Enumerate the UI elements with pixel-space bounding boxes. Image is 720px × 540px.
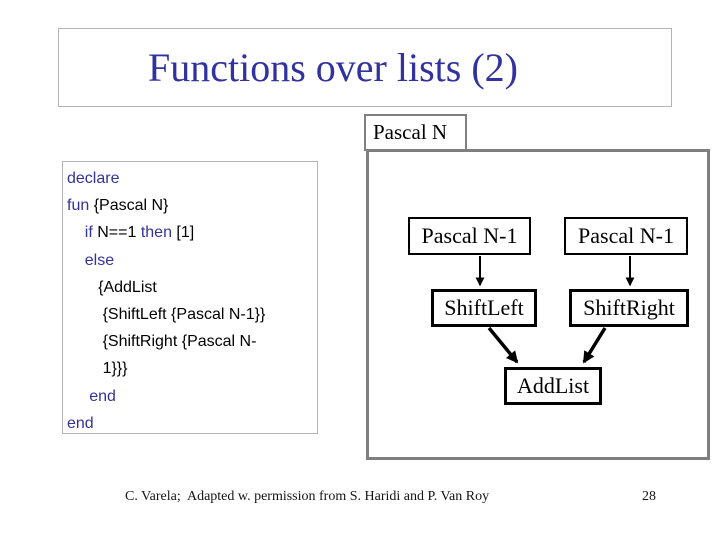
code-line: end bbox=[67, 414, 94, 432]
code-line: declare bbox=[67, 170, 120, 187]
node-label: Pascal N-1 bbox=[578, 223, 674, 248]
slide-title: Functions over lists (2) bbox=[148, 45, 518, 90]
page-number: 28 bbox=[642, 489, 656, 504]
code-line: if N==1 then [1] bbox=[84, 224, 195, 242]
diagram-node-shift-left: ShiftLeft bbox=[431, 289, 537, 327]
code-line: {ShiftLeft {Pascal N-1}} bbox=[67, 306, 266, 324]
diagram-frame-label: Pascal N bbox=[373, 120, 448, 144]
code-line: end bbox=[89, 387, 116, 405]
footer-credit: C. Varela; Adapted w. permission from S.… bbox=[125, 489, 490, 504]
slide-title-box: Functions over lists (2) bbox=[58, 28, 672, 107]
diagram-node-pascal-n-1-right: Pascal N-1 bbox=[564, 217, 688, 255]
diagram-node-shift-right: ShiftRight bbox=[569, 289, 689, 327]
diagram-node-pascal-n-1-left: Pascal N-1 bbox=[408, 217, 531, 255]
code-line: fun {Pascal N} bbox=[67, 197, 169, 215]
code-line: {AddList bbox=[67, 278, 157, 296]
node-label: Pascal N-1 bbox=[421, 223, 518, 248]
node-label: AddList bbox=[516, 373, 590, 398]
code-line: else bbox=[84, 251, 115, 269]
code-line: 1}}} bbox=[67, 360, 128, 378]
code-block: declare fun {Pascal N} if N==1 then [1] e… bbox=[62, 161, 318, 434]
code-line: {ShiftRight {Pascal N- bbox=[67, 333, 257, 351]
diagram-frame-label-box: Pascal N bbox=[364, 114, 467, 151]
node-label: ShiftLeft bbox=[444, 295, 524, 320]
node-label: ShiftRight bbox=[583, 295, 675, 320]
diagram-node-add-list: AddList bbox=[504, 367, 602, 405]
